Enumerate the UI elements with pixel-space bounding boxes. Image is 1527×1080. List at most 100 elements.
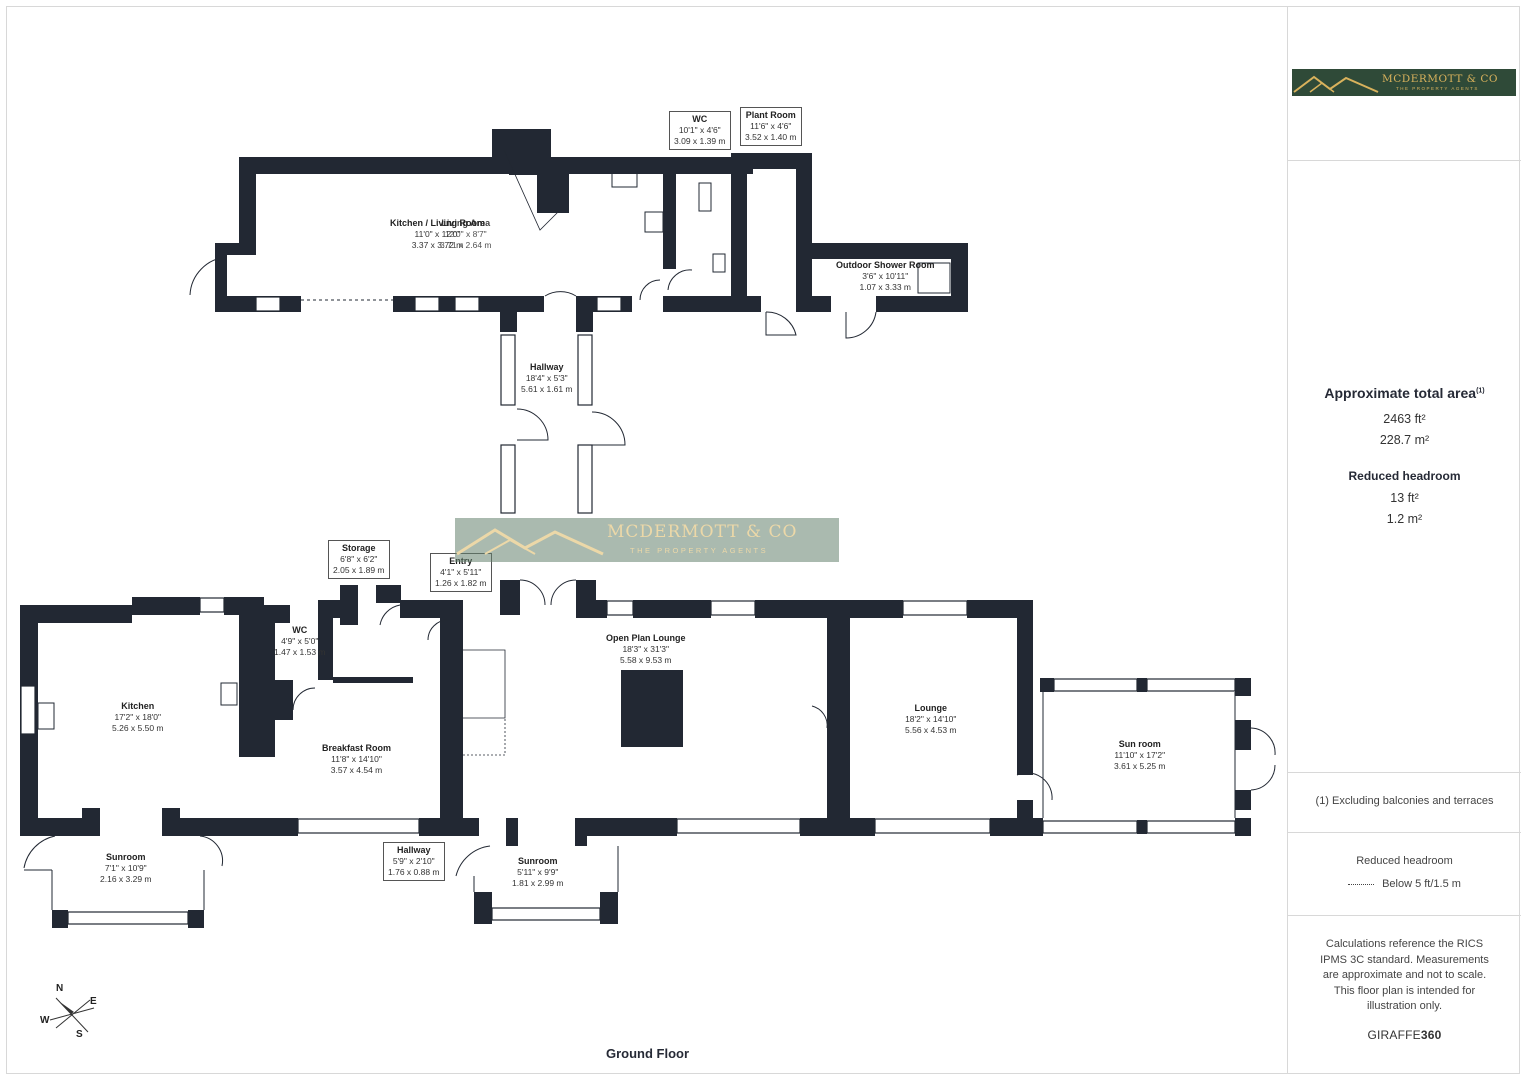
reduced-headroom-title: Reduced headroom [1348,469,1461,483]
room-size-metric: 1.26 x 1.82 m [435,578,487,588]
wall [600,892,618,924]
door-swing [811,705,828,729]
door-swing [591,411,626,446]
wall [474,892,492,924]
wall [731,153,812,169]
room-size-imperial: 18'2" x 14'10" [905,714,957,724]
window [902,600,968,616]
door-swing [23,835,56,869]
legend-item-label: Below 5 ft/1.5 m [1382,878,1461,890]
room-label-sun-room: Sun room 11'10" x 17'2" 3.61 x 5.25 m [1114,739,1166,772]
wall [340,585,358,625]
room-size-imperial: 11'10" x 17'2" [1114,750,1166,760]
window [1042,820,1138,834]
room-name: WC [692,114,708,124]
room-label-wc-low: WC 4'9" x 5'0" 1.47 x 1.53 m [274,625,326,658]
room-size-metric: 5.61 x 1.61 m [521,384,573,394]
divider [1288,772,1521,773]
wall [1137,820,1147,834]
room-label-plant-room: Plant Room 11'6" x 4'6" 3.52 x 1.40 m [740,107,802,146]
watermark-tagline: THE PROPERTY AGENTS [630,546,769,555]
room-size-metric: 2.16 x 3.29 m [100,874,152,884]
wall [951,243,968,312]
room-size-metric: 2.05 x 1.89 m [333,565,385,575]
room-size-metric: 5.58 x 9.53 m [620,655,672,665]
wall [509,147,538,175]
area-title: Approximate total area(1) [1288,385,1521,401]
window [874,818,991,834]
window [199,597,225,613]
wall [82,808,100,836]
window [596,296,622,312]
legend-title: Reduced headroom [1356,855,1453,867]
wall [257,620,275,757]
wall [215,243,227,312]
room-outlines [24,149,1236,910]
door-swing [765,311,797,336]
door-swing [189,256,228,296]
room-size-imperial: 5'11" x 9'9" [517,867,559,877]
door-swing [1250,727,1276,791]
room-size-imperial: 18'4" x 5'3" [525,373,568,383]
watermark-roof-icon [456,528,604,556]
compass-n: N [56,983,64,994]
room-size-imperial: 3'6" x 10'11" [862,271,909,281]
total-area-ft: 2463 ft² [1383,412,1426,426]
wall [318,600,333,680]
room-size-imperial: 17'2" x 18'0" [114,712,162,722]
divider [1288,160,1521,161]
room-label-hallway-top: Hallway 18'4" x 5'3" 5.61 x 1.61 m [521,362,573,395]
room-name: Lounge [914,703,948,713]
wall [239,157,256,252]
brand-part-b: 360 [1420,1028,1442,1042]
wall [333,677,413,683]
wall [419,818,479,836]
wall [20,818,100,836]
wall [575,818,677,836]
room-size-metric: 1.07 x 3.33 m [859,282,911,292]
door-swing [639,279,661,301]
room-size-metric: 3.52 x 1.40 m [745,132,797,142]
area-title-text: Approximate total area [1324,385,1477,401]
wall [1235,678,1251,696]
room-size-imperial: 5'9" x 2'10" [392,856,435,866]
window [67,911,189,925]
compass-icon: N E S W [38,980,108,1042]
agency-logo: MCDERMOTT & CO THE PROPERTY AGENTS [1292,69,1516,96]
window [676,818,801,834]
door-swing [519,579,577,606]
watermark-name: MCDERMOTT & CO [607,522,798,542]
info-sidebar: Approximate total area(1) 2463 ft² 228.7… [1287,6,1521,1074]
door-swing [516,408,549,441]
room-size-imperial: 6'8" x 6'2" [340,554,378,564]
room-name: WC [292,625,308,635]
wall [162,818,298,836]
legend-item: Below 5 ft/1.5 m [1288,878,1521,890]
window [500,444,516,514]
footnote: (1) Excluding balconies and terraces [1315,795,1494,807]
logo-name: MCDERMOTT & CO [1382,73,1498,85]
door-swing [544,291,577,297]
wall [239,605,257,757]
compass-e: E [90,996,97,1007]
room-label-hallway-low: Hallway 5'9" x 2'10" 1.76 x 0.88 m [383,842,445,881]
room-name: Living Area [441,218,491,228]
window [20,685,36,735]
room-size-metric: 3.37 x 3.72 m [411,240,464,250]
room-name: Breakfast Room [322,743,392,753]
room-name: Sun room [1118,739,1161,749]
window [454,296,480,312]
room-size-metric: 1.81 x 2.99 m [512,878,564,888]
page-frame [6,6,1520,1074]
room-label-outdoor-shower: Outdoor Shower Room 3'6" x 10'11" 1.07 x… [836,260,935,293]
room-label-breakfast: Breakfast Room 11'8" x 14'10" 3.57 x 4.5… [322,743,391,776]
room-size-metric: 5.26 x 5.50 m [112,723,164,733]
window [1146,678,1236,692]
wall [990,818,1043,836]
room-label-lounge: Lounge 18'2" x 14'10" 5.56 x 4.53 m [905,703,957,736]
area-footnote-mark: (1) [1476,387,1485,395]
room-name: Kitchen / Living Room [390,218,486,228]
compass-s: S [76,1029,83,1040]
wall [188,910,204,928]
room-label-kitchen: Kitchen 17'2" x 18'0" 5.26 x 5.50 m [112,701,164,734]
